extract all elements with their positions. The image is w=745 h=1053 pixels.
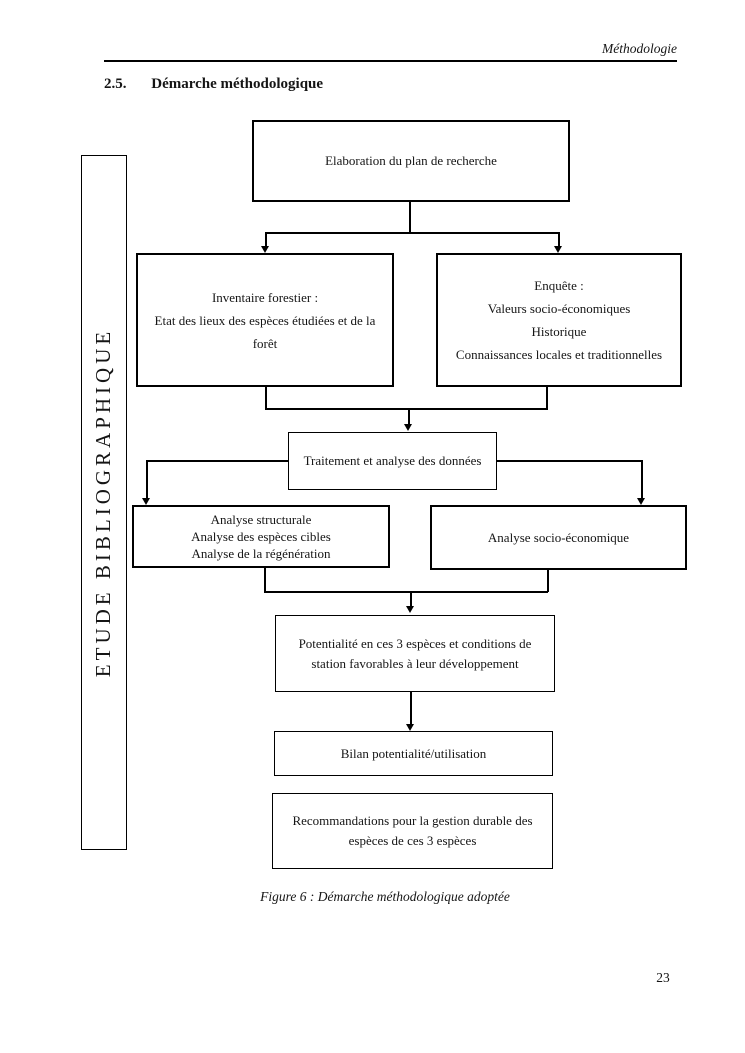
arrow-down-icon [637, 498, 645, 505]
figure-caption: Figure 6 : Démarche méthodologique adopt… [260, 889, 510, 904]
etude-bibliographique-label: ETUDE BIBLIOGRAPHIQUE [91, 327, 116, 678]
potentialite-box: Potentialité en ces 3 espèces et conditi… [275, 615, 555, 692]
box-text-line: Connaissances locales et traditionnelles [455, 347, 663, 362]
connector-line [265, 232, 267, 247]
box-text-line: Enquête : [534, 278, 584, 293]
connector-line [265, 232, 559, 234]
connector-line [410, 692, 412, 724]
analyse-socio-economique-box: Analyse socio-économique [430, 505, 687, 570]
analyse-structurale-box: Analyse structurale Analyse des espèces … [132, 505, 390, 568]
connector-line [264, 567, 266, 592]
box-text-line: Valeurs socio-économiques [487, 301, 631, 316]
box-text-line: station favorables à leur développement [311, 655, 519, 671]
plan-box-label: Elaboration du plan de recherche [325, 153, 497, 168]
traitement-box-label: Traitement et analyse des données [303, 453, 482, 468]
arrow-down-icon [261, 246, 269, 253]
enquete-box: Enquête : Valeurs socio-économiques Hist… [436, 253, 682, 387]
connector-line [558, 232, 560, 247]
connector-line [546, 387, 548, 409]
box-text-line: Analyse de la régénération [191, 546, 331, 561]
connector-line [146, 460, 148, 498]
box-text-line: Historique [531, 324, 587, 339]
box-text-line: Inventaire forestier : [211, 289, 319, 305]
arrow-down-icon [142, 498, 150, 505]
analyse-socio-label: Analyse socio-économique [487, 529, 630, 545]
box-text-line: Potentialité en ces 3 espèces et conditi… [298, 635, 532, 651]
connector-line [264, 591, 548, 593]
box-text-line: Recommandations pour la gestion durable … [292, 813, 533, 828]
connector-line [265, 408, 548, 410]
connector-line [409, 201, 411, 233]
box-text-line: forêt [252, 335, 278, 351]
running-header: Méthodologie [602, 41, 677, 56]
bilan-box-label: Bilan potentialité/utilisation [340, 745, 487, 761]
connector-line [265, 387, 267, 409]
connector-line [408, 408, 410, 424]
box-text-line: Etat des lieux des espèces étudiées et d… [154, 312, 376, 328]
arrow-down-icon [406, 724, 414, 731]
page-number: 23 [656, 970, 670, 985]
header-rule [104, 60, 677, 62]
section-title: Démarche méthodologique [151, 76, 324, 92]
inventaire-forestier-box: Inventaire forestier : Etat des lieux de… [136, 253, 394, 387]
arrow-down-icon [554, 246, 562, 253]
connector-line [497, 460, 642, 462]
section-number: 2.5. [104, 76, 127, 92]
recommandations-box: Recommandations pour la gestion durable … [272, 793, 553, 869]
arrow-down-icon [406, 606, 414, 613]
arrow-down-icon [404, 424, 412, 431]
box-text-line: Analyse structurale [210, 512, 312, 527]
section-heading: 2.5. Démarche méthodologique [104, 76, 323, 93]
connector-line [641, 460, 643, 498]
connector-line [547, 569, 549, 592]
plan-box: Elaboration du plan de recherche [252, 120, 570, 202]
bilan-box: Bilan potentialité/utilisation [274, 731, 553, 776]
box-text-line: Analyse des espèces cibles [191, 529, 331, 544]
traitement-box: Traitement et analyse des données [288, 432, 497, 490]
etude-bibliographique-box: ETUDE BIBLIOGRAPHIQUE [81, 155, 127, 850]
connector-line [410, 591, 412, 606]
connector-line [147, 460, 288, 462]
box-text-line: espèces de ces 3 espèces [348, 833, 477, 848]
